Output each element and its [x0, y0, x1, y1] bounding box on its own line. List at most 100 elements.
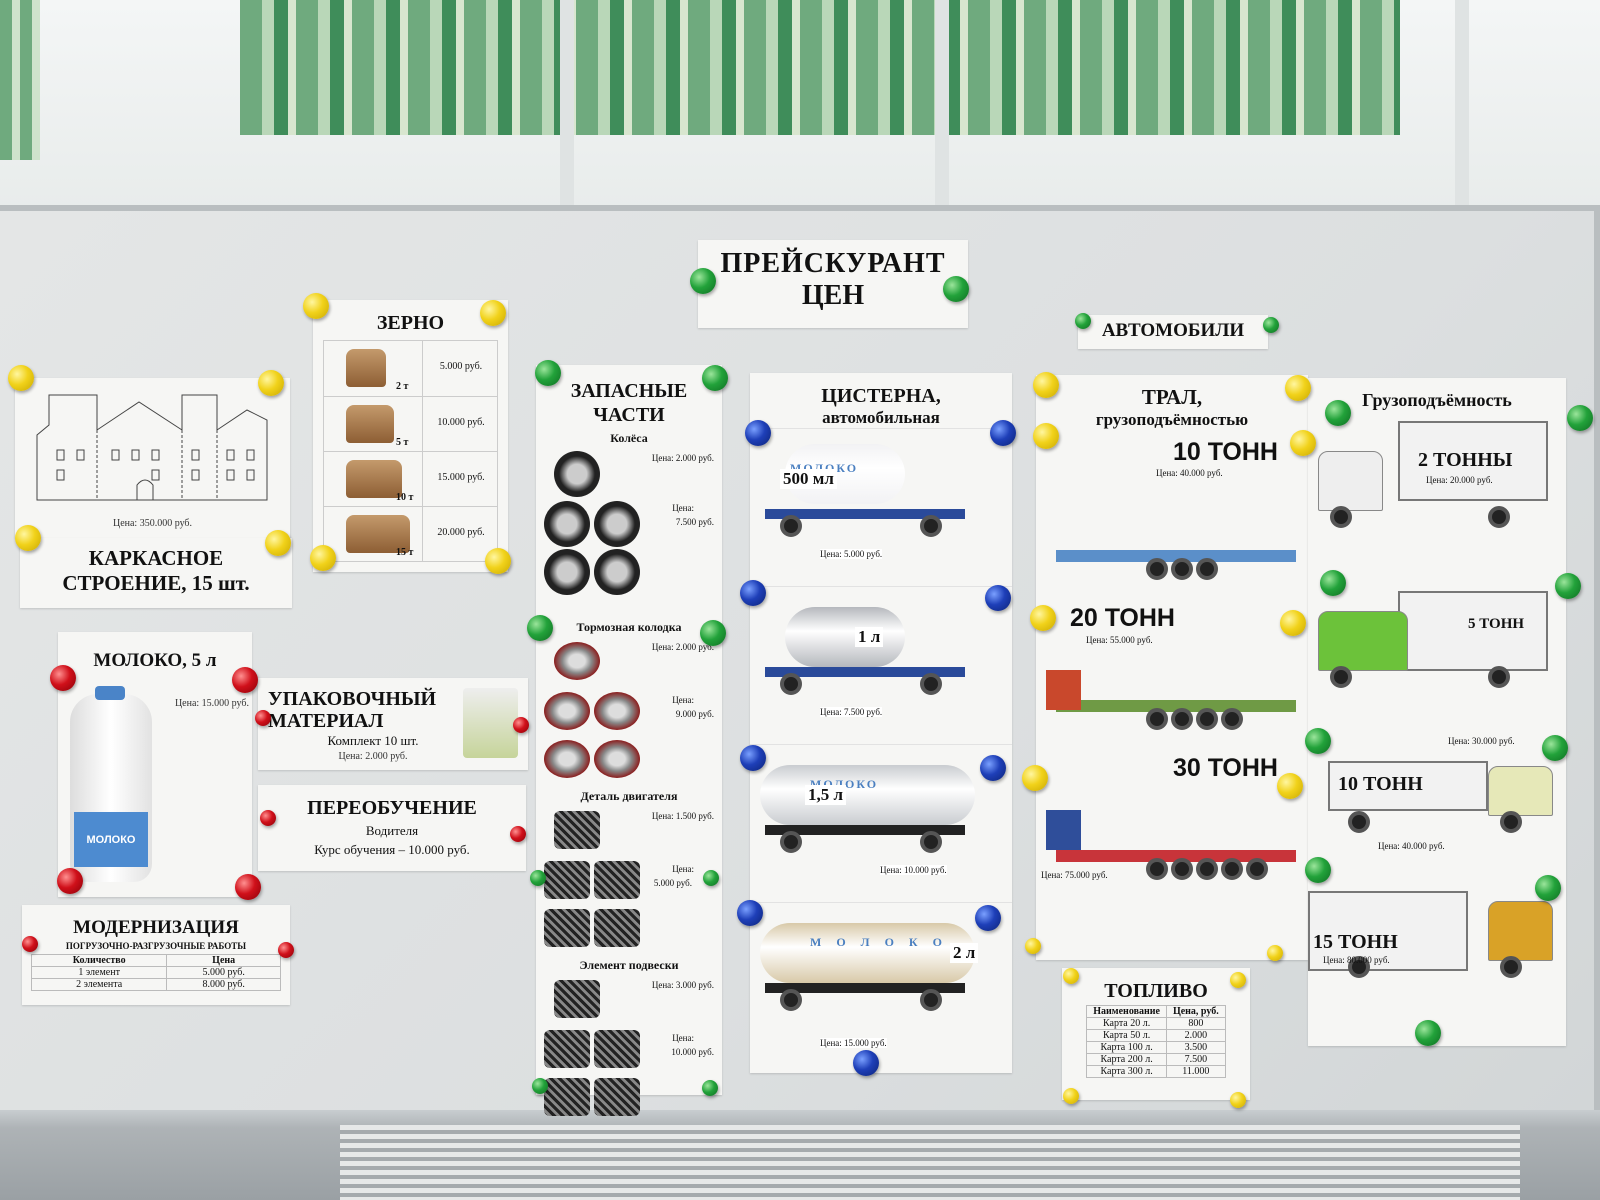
table-row: Карта 50 л.2.000: [1086, 1029, 1226, 1042]
lowboy-cab: [1046, 670, 1081, 710]
magnet: [1320, 570, 1346, 596]
autos-label: АВТОМОБИЛИ: [1101, 320, 1245, 341]
milk-card: МОЛОКО, 5 л Цена: 15.000 руб. МОЛОКО: [58, 632, 252, 897]
spare-part-image: [544, 692, 590, 730]
wheel-icon: [1221, 708, 1243, 730]
spare-part-price-set: 7.500 руб.: [675, 517, 714, 527]
magnet: [1030, 605, 1056, 631]
grain-title: ЗЕРНО: [376, 312, 445, 334]
spare-part-image: [594, 501, 640, 547]
lowboy-title-2: грузоподъёмностью: [1095, 410, 1249, 429]
tanker-frame: [765, 983, 965, 993]
wheel-icon: [1171, 558, 1193, 580]
tanker-price: Цена: 5.000 руб.: [820, 549, 883, 559]
window-frame: [935, 0, 949, 230]
grain-qty: 10 т: [396, 492, 414, 503]
trucks-title: Грузоподъёмность: [1362, 390, 1512, 410]
fuel-card-name: Карта 50 л.: [1086, 1029, 1167, 1042]
truck-price: Цена: 80.000 руб.: [1323, 955, 1390, 965]
cell: 5.000 руб.: [166, 966, 281, 979]
lowboy-price: Цена: 75.000 руб.: [1041, 870, 1108, 880]
spare-part-image: [544, 501, 590, 547]
wheel-icon: [1221, 858, 1243, 880]
spare-parts-title-1: ЗАПАСНЫЕ: [570, 380, 688, 402]
spare-part-image: [594, 1078, 640, 1116]
table-row: Карта 20 л.800: [1086, 1017, 1226, 1030]
magnet: [278, 942, 294, 958]
grain-price: 10.000 руб.: [422, 397, 499, 452]
magnet: [1075, 313, 1091, 329]
magnet: [745, 420, 771, 446]
magnet: [303, 293, 329, 319]
spare-part-image: [554, 811, 600, 849]
magnet: [260, 810, 276, 826]
cell: 8.000 руб.: [166, 978, 281, 991]
spare-part-image: [554, 451, 600, 497]
magnet: [702, 1080, 718, 1096]
magnet: [485, 548, 511, 574]
fuel-card-name: Карта 300 л.: [1086, 1065, 1167, 1078]
magnet: [1230, 972, 1246, 988]
magnet: [1305, 857, 1331, 883]
table-row: Карта 200 л.7.500: [1086, 1053, 1226, 1066]
magnet: [530, 870, 546, 886]
modernization-title: МОДЕРНИЗАЦИЯ: [73, 917, 239, 938]
magnet: [740, 580, 766, 606]
magnet: [510, 826, 526, 842]
wheel-icon: [780, 831, 802, 853]
spare-part-image: [554, 642, 600, 680]
truck-cab: [1318, 451, 1383, 511]
magnet: [1415, 1020, 1441, 1046]
magnet: [232, 667, 258, 693]
wheel-icon: [920, 515, 942, 537]
spare-part-image: [544, 1030, 590, 1068]
tanker-text: М О Л О К О: [810, 935, 948, 949]
fuel-card-name: Карта 20 л.: [1086, 1017, 1167, 1030]
cell: 2 элемента: [30, 978, 168, 991]
grain-price: 20.000 руб.: [422, 507, 499, 562]
grain-sack-image: [346, 349, 386, 387]
retraining-card: ПЕРЕОБУЧЕНИЕ Водителя Курс обучения – 10…: [258, 785, 526, 871]
spare-part-price-set: 5.000 руб.: [653, 878, 692, 888]
milk-jug-label: МОЛОКО: [74, 812, 148, 867]
grain-sack-image: [346, 460, 402, 498]
frame-building-price: Цена: 350.000 руб.: [112, 518, 193, 529]
magnet: [255, 710, 271, 726]
magnet: [532, 1078, 548, 1094]
tanker-price: Цена: 7.500 руб.: [820, 707, 883, 717]
magnet: [1542, 735, 1568, 761]
magnet: [527, 615, 553, 641]
truck-price: Цена: 20.000 руб.: [1426, 475, 1493, 485]
magnet: [975, 905, 1001, 931]
spare-part-image: [554, 980, 600, 1018]
spare-part-price-set-label: Цена:: [672, 503, 694, 513]
wheel-icon: [1196, 858, 1218, 880]
spare-part-price-single: Цена: 2.000 руб.: [651, 453, 714, 463]
magnet: [1033, 423, 1059, 449]
retraining-subtitle: Водителя: [365, 823, 419, 838]
packaging-title-1: УПАКОВОЧНЫЙ: [268, 688, 437, 710]
frame-building-title-2: СТРОЕНИЕ, 15 шт.: [62, 571, 250, 595]
tanker-volume: 1 л: [855, 627, 884, 647]
frame-building-title-1: КАРКАСНОЕ: [88, 546, 224, 570]
magnet: [980, 755, 1006, 781]
lowboy-capacity: 10 ТОНН: [1173, 438, 1278, 466]
fuel-header: Наименование: [1086, 1005, 1167, 1018]
wheel-icon: [1146, 708, 1168, 730]
truck-box: [1398, 591, 1548, 671]
lowboy-price: Цена: 40.000 руб.: [1156, 468, 1223, 478]
table-row: Карта 300 л.11.000: [1086, 1065, 1226, 1078]
tanker-item: 1 л Цена: 7.500 руб.: [750, 586, 1012, 744]
fuel-card-name: Карта 200 л.: [1086, 1053, 1167, 1066]
building-drawing: [36, 394, 268, 501]
magnet: [1267, 945, 1283, 961]
